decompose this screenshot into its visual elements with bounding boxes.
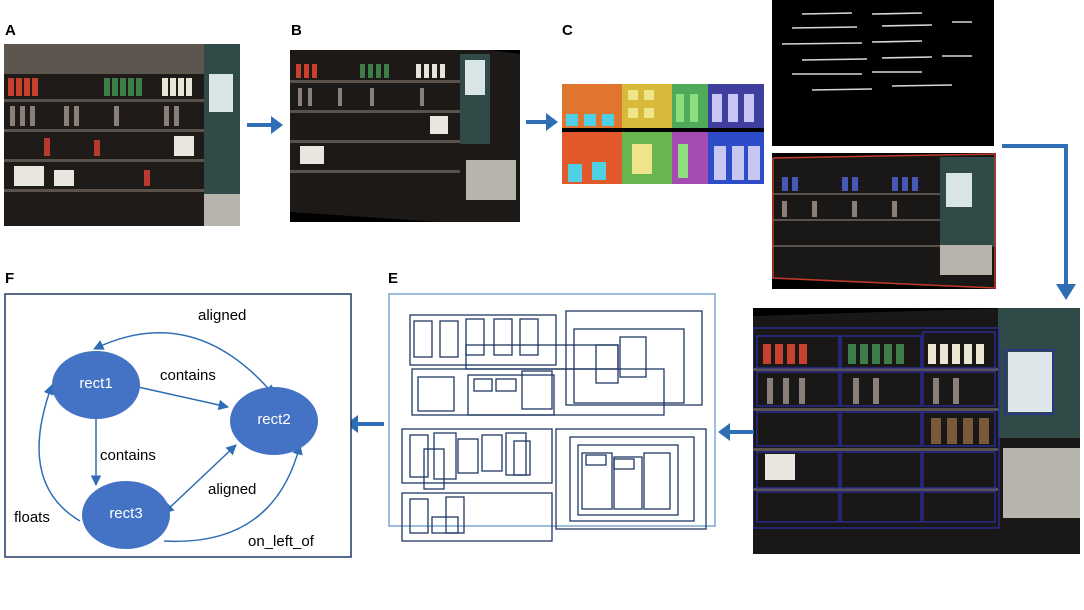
- node-rect3: [82, 481, 170, 549]
- shelf-photo-original: [4, 44, 240, 226]
- edge-label-aligned-top: aligned: [198, 307, 247, 324]
- arrow-a-to-b: [247, 116, 283, 134]
- arrow-d-to-e: [718, 423, 754, 441]
- node-label-rect2: rect2: [257, 411, 291, 428]
- edge-label-floats: floats: [14, 509, 50, 526]
- rectangle-layout-panel: [388, 293, 716, 542]
- edge-contains-rect1-rect2: [137, 386, 230, 411]
- edge-aligned-rect2-rect3: [163, 444, 237, 514]
- edge-floats: [38, 384, 81, 522]
- edge-aligned-rect1-rect2: [93, 332, 275, 396]
- segmentation-map: [562, 84, 764, 184]
- panel-label-c: C: [562, 22, 573, 39]
- edge-on-left-of: [163, 443, 303, 543]
- edge-label-on-left-of: on_left_of: [248, 533, 314, 550]
- panel-label-f: F: [5, 270, 15, 287]
- panel-label-e: E: [388, 270, 399, 287]
- node-label-rect3: rect3: [109, 505, 143, 522]
- arrow-c-to-d: [1002, 144, 1076, 300]
- edge-label-aligned-rect3: aligned: [208, 481, 257, 498]
- relation-graph: [4, 293, 352, 558]
- relation-graph-panel: rect1 rect2 rect3 aligned contains conta…: [4, 293, 352, 558]
- node-rect2: [230, 387, 318, 455]
- panel-label-a: A: [5, 22, 16, 39]
- arrow-b-to-c: [526, 113, 558, 131]
- panel-label-b: B: [291, 22, 302, 39]
- edge-label-contains-rect3: contains: [100, 447, 156, 464]
- node-label-rect1: rect1: [79, 375, 113, 392]
- shelf-detection-photo: [772, 153, 996, 289]
- shelf-boxes-photo: [753, 308, 1080, 554]
- edge-label-contains-rect2: contains: [160, 367, 216, 384]
- node-rect1: [52, 351, 140, 419]
- line-detection-map: [772, 0, 994, 146]
- arrow-e-to-f: [346, 415, 384, 433]
- shelf-photo-rectified: [290, 50, 520, 222]
